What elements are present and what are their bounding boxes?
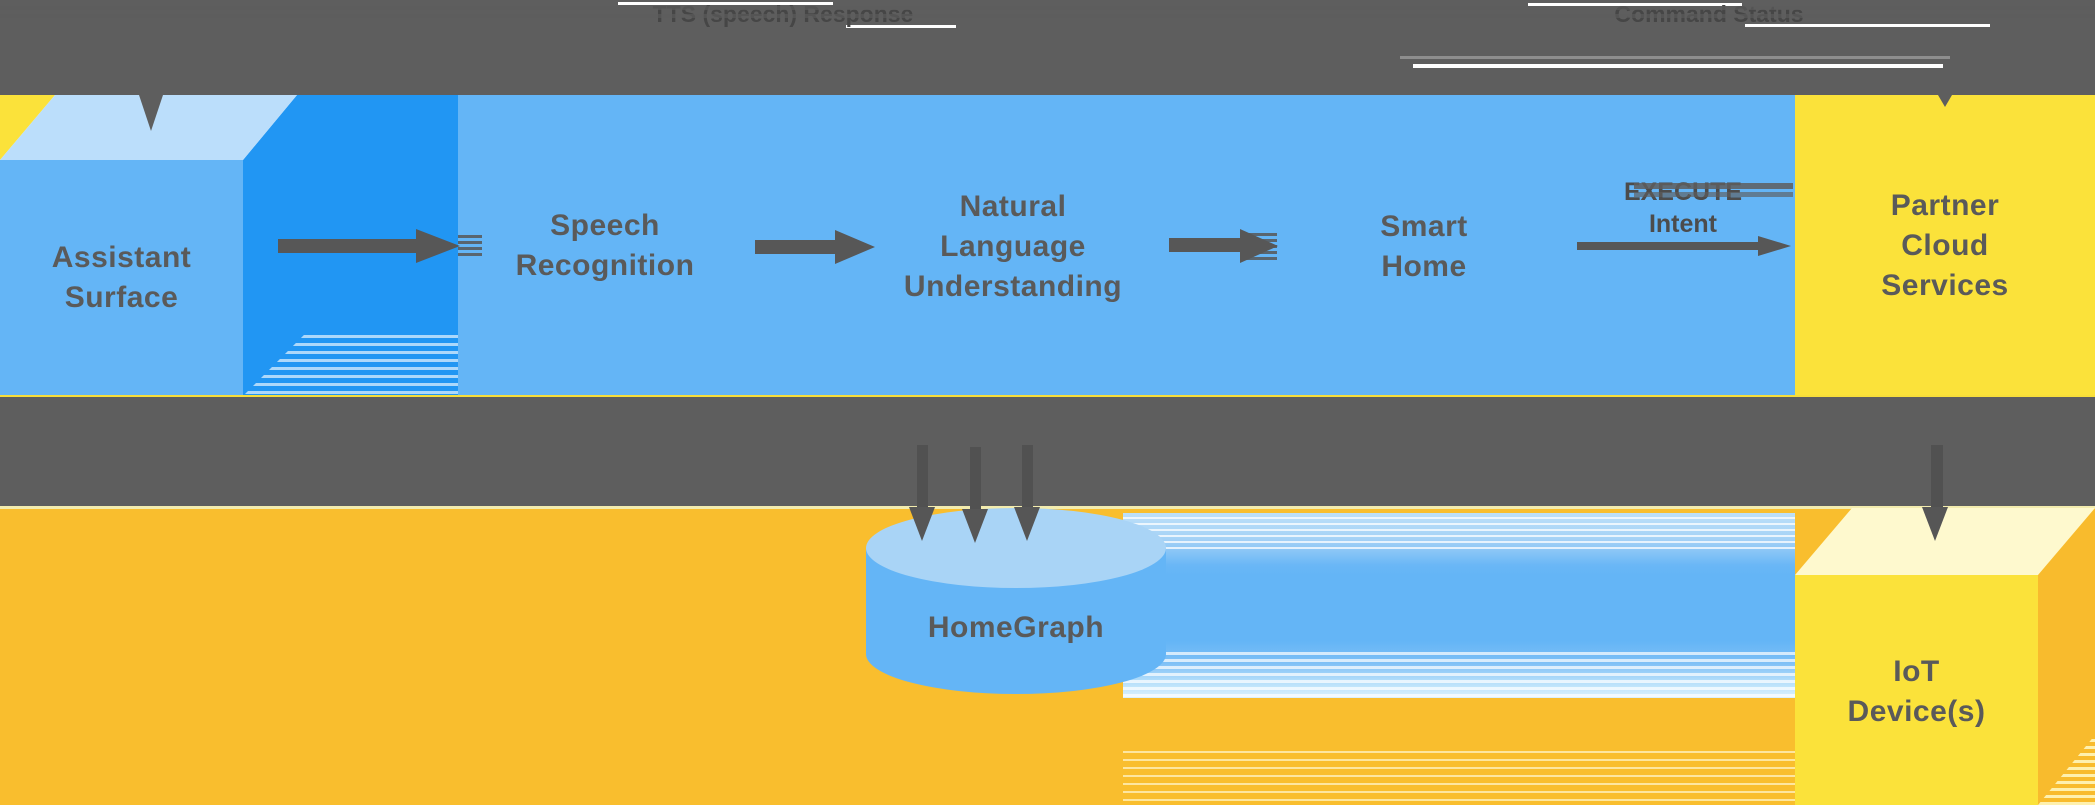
glitch-occlusion-line bbox=[0, 6, 2095, 10]
glitch-smear-lines bbox=[1123, 513, 1795, 551]
assistant-surface-label: Assistant Surface bbox=[51, 241, 192, 314]
down-arrow-into-partner-icon bbox=[1938, 95, 1952, 107]
homegraph-label: HomeGraph bbox=[927, 611, 1105, 644]
down-arrow-into-homegraph-icon bbox=[962, 509, 988, 543]
assistant-pipeline-panel bbox=[455, 95, 1795, 395]
arrowhead-smarthome-to-partner-icon bbox=[1758, 236, 1791, 256]
down-arrow-into-homegraph-icon bbox=[1014, 507, 1040, 541]
down-arrow-into-iot-icon bbox=[1922, 507, 1948, 541]
arrowhead-assistant-to-speech-icon bbox=[416, 229, 460, 263]
glitch-line bbox=[618, 2, 833, 5]
glitch-smear-lines bbox=[1123, 648, 1795, 698]
arrowhead-glitch-tail bbox=[458, 235, 482, 257]
yellow-divider-line bbox=[0, 393, 2095, 397]
partner-cloud-services-label: Partner Cloud Services bbox=[1881, 189, 2009, 302]
glitch-line bbox=[846, 25, 956, 28]
glitch-line bbox=[1745, 24, 1990, 27]
iot-devices-box bbox=[1795, 575, 2038, 805]
down-arrow-into-assistant-icon bbox=[139, 95, 163, 131]
arrow-assistant-to-speech-icon bbox=[278, 239, 418, 253]
glitch-orange-streaks bbox=[1123, 745, 1795, 805]
arrowhead-speech-to-nlu-icon bbox=[835, 230, 875, 264]
glitch-strike-line bbox=[1634, 183, 1793, 189]
arrow-stem-into-homegraph bbox=[1022, 445, 1033, 509]
pale-divider-line bbox=[0, 506, 2095, 509]
arrow-stem-into-homegraph bbox=[970, 447, 981, 511]
middle-gray-band bbox=[0, 397, 2095, 506]
arrow-stem-into-iot bbox=[1931, 445, 1943, 509]
bottom-white-strip bbox=[0, 805, 2095, 809]
glitch-line bbox=[1400, 56, 1950, 59]
iot-devices-label: IoT Device(s) bbox=[1847, 655, 1986, 728]
glitch-strike-line bbox=[1634, 192, 1793, 197]
arrow-smarthome-to-partner-icon bbox=[1577, 242, 1759, 250]
speech-recognition-label: Speech Recognition bbox=[515, 209, 695, 282]
glitch-occlusion-line bbox=[0, 14, 2095, 18]
arrow-speech-to-nlu-icon bbox=[755, 240, 837, 254]
arrow-stem-into-homegraph bbox=[917, 445, 928, 509]
arrowhead-nlu-to-smarthome-icon bbox=[1240, 229, 1278, 263]
partner-cloud-services-box bbox=[1795, 95, 2095, 395]
natural-language-understanding-label: Natural Language Understanding bbox=[903, 190, 1123, 303]
arrow-nlu-to-smarthome-icon bbox=[1169, 238, 1242, 252]
glitch-line bbox=[1413, 64, 1943, 68]
down-arrow-into-homegraph-icon bbox=[909, 507, 935, 541]
assistant-surface-box bbox=[0, 160, 243, 395]
glitch-line bbox=[1528, 3, 1742, 6]
smart-home-label: Smart Home bbox=[1380, 210, 1468, 283]
